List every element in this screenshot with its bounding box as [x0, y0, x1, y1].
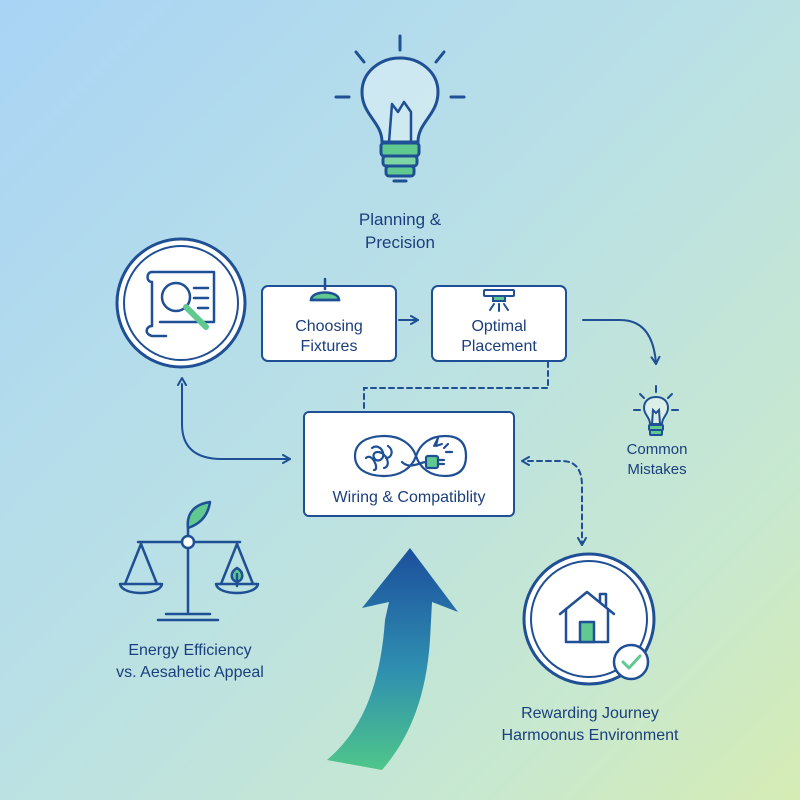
journey-label: Rewarding Journey Harmoonus Environment: [480, 703, 700, 747]
mistakes-label-line1: Common: [626, 441, 688, 458]
small-lightbulb-icon: [633, 385, 679, 436]
lightbulb-icon: [334, 34, 466, 183]
arrow-blueprint-to-wiring: [177, 377, 291, 464]
planning-label-line2: Precision: [365, 233, 435, 252]
growth-arrow: [327, 548, 458, 770]
wire-plug-icon: [353, 434, 468, 478]
energy-label: Energy Efficiency vs. Aesahetic Appeal: [80, 640, 300, 684]
balance-scale-icon: [118, 500, 260, 622]
house-icon: [558, 590, 616, 644]
pendant-lamp-icon: [309, 277, 341, 302]
fixtures-label: Choosing Fixtures: [262, 317, 396, 357]
dashed-placement-to-wiring: [363, 361, 549, 411]
choosing-fixtures-node: [261, 277, 397, 362]
fixtures-label-line2: Fixtures: [300, 338, 358, 355]
journey-node: [522, 552, 656, 686]
energy-label-line1: Energy Efficiency: [128, 642, 252, 659]
planning-label: Planning & Precision: [300, 208, 500, 254]
check-icon: [612, 643, 650, 681]
energy-label-line2: vs. Aesahetic Appeal: [116, 664, 264, 681]
connectors: [177, 315, 661, 546]
journey-label-line2: Harmoonus Environment: [501, 727, 679, 744]
fixtures-label-line1: Choosing: [295, 318, 363, 335]
ceiling-light-icon: [483, 289, 515, 312]
placement-label: Optimal Placement: [432, 317, 566, 357]
placement-label-line1: Optimal: [471, 318, 527, 335]
mistakes-label-line2: Mistakes: [627, 461, 687, 478]
blueprint-magnifier-icon: [145, 270, 216, 338]
wiring-label: Wiring & Compatiblity: [332, 489, 486, 506]
placement-label-line2: Placement: [461, 338, 537, 355]
planning-label-line1: Planning &: [358, 210, 442, 229]
optimal-placement-node: [431, 285, 567, 362]
journey-label-line1: Rewarding Journey: [521, 705, 659, 722]
dashed-wiring-to-journey: [521, 456, 587, 546]
mistakes-label: Common Mistakes: [600, 440, 714, 480]
wiring-node: [303, 411, 515, 517]
blueprint-node: [115, 237, 247, 369]
arrow-placement-to-mistakes: [582, 319, 661, 365]
